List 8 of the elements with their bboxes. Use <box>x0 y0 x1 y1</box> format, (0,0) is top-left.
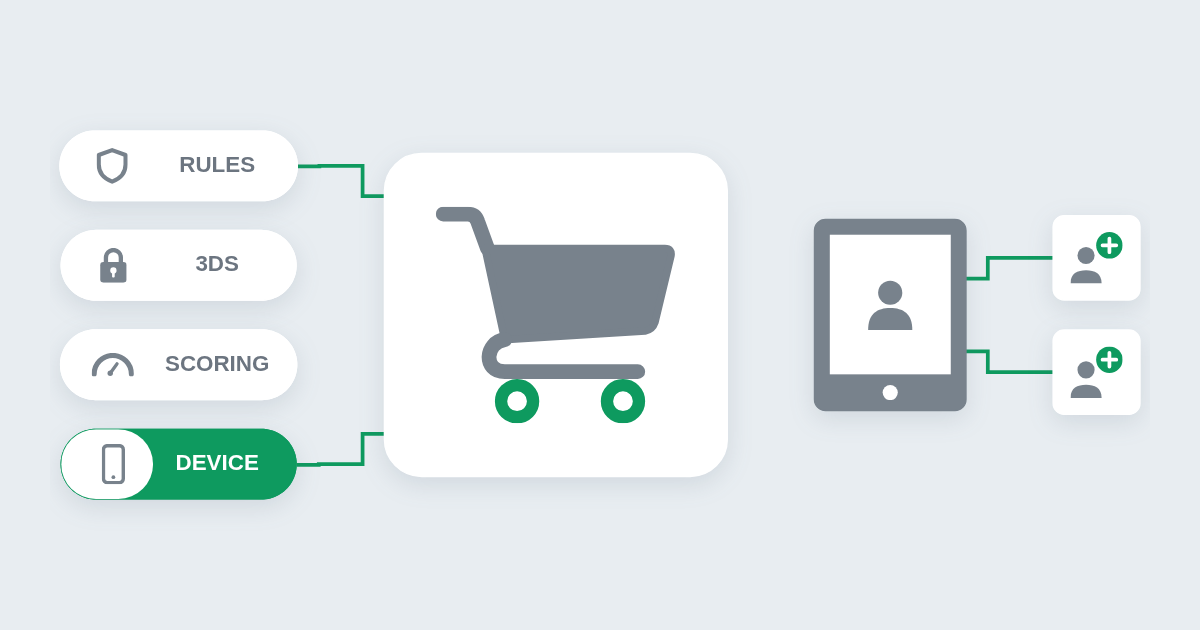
connector <box>966 255 1054 281</box>
connector <box>296 432 385 467</box>
node-picture <box>1052 329 1141 416</box>
connector <box>966 349 1054 375</box>
node-picture <box>1052 214 1141 301</box>
node-picture <box>383 152 728 478</box>
connector <box>297 164 385 198</box>
node-picture <box>813 218 967 412</box>
